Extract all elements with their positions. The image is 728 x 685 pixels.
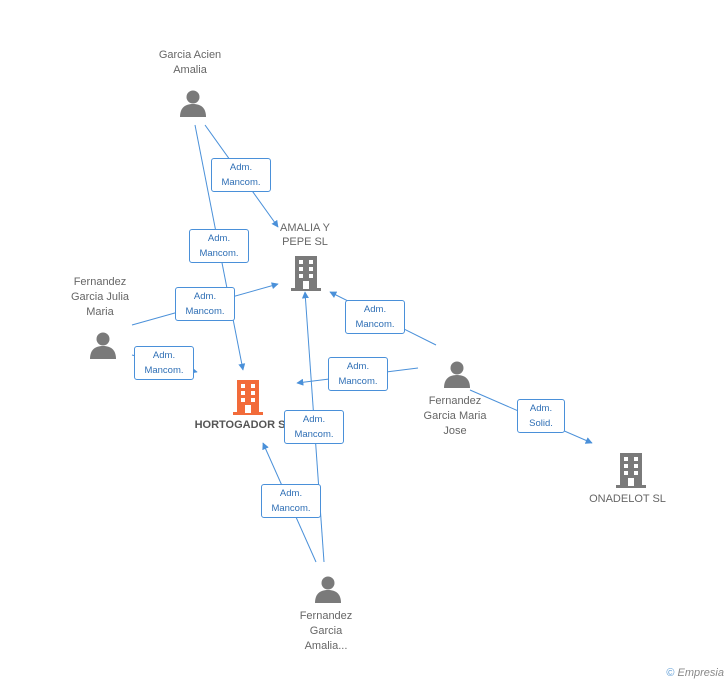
person-label-garcia-acien[interactable]: Garcia Acien Amalia bbox=[158, 49, 222, 76]
person-icon[interactable] bbox=[313, 574, 343, 604]
edge-label-julia-amalia: Adm. Mancom. bbox=[175, 287, 235, 321]
building-icon[interactable] bbox=[615, 452, 647, 488]
building-icon[interactable] bbox=[290, 255, 322, 291]
person-icon[interactable] bbox=[442, 359, 472, 389]
person-icon[interactable] bbox=[178, 88, 208, 118]
edge-label-jose-onadelot: Adm. Solid. bbox=[517, 399, 565, 433]
edge-label-acien-hortogador: Adm. Mancom. bbox=[189, 229, 249, 263]
person-label-fernandez-jose[interactable]: Fernandez Garcia Maria Jose bbox=[423, 395, 487, 437]
watermark: © Empresia bbox=[666, 667, 724, 679]
edge-label-jose-amalia: Adm. Mancom. bbox=[345, 300, 405, 334]
edge-label-jose-hortogador: Adm. Mancom. bbox=[328, 357, 388, 391]
person-label-fernandez-amalia[interactable]: Fernandez Garcia Amalia... bbox=[299, 610, 353, 652]
edge-label-acien-amalia: Adm. Mancom. bbox=[211, 158, 271, 192]
person-icon[interactable] bbox=[88, 330, 118, 360]
company-label-onadelot[interactable]: ONADELOT SL bbox=[589, 493, 666, 505]
edge-label-julia-hortogador: Adm. Mancom. bbox=[134, 346, 194, 380]
edge-label-famalia-amalia: Adm. Mancom. bbox=[284, 410, 344, 444]
company-label-amalia-pepe[interactable]: AMALIA Y PEPE SL bbox=[280, 222, 330, 248]
person-label-fernandez-julia[interactable]: Fernandez Garcia Julia Maria bbox=[70, 276, 130, 318]
brand-name: Empresia bbox=[677, 667, 724, 679]
company-label-hortogador[interactable]: HORTOGADOR S bbox=[194, 419, 286, 431]
edge-label-famalia-hortogador: Adm. Mancom. bbox=[261, 484, 321, 518]
copyright-icon: © bbox=[666, 667, 675, 679]
building-icon[interactable] bbox=[232, 379, 264, 415]
